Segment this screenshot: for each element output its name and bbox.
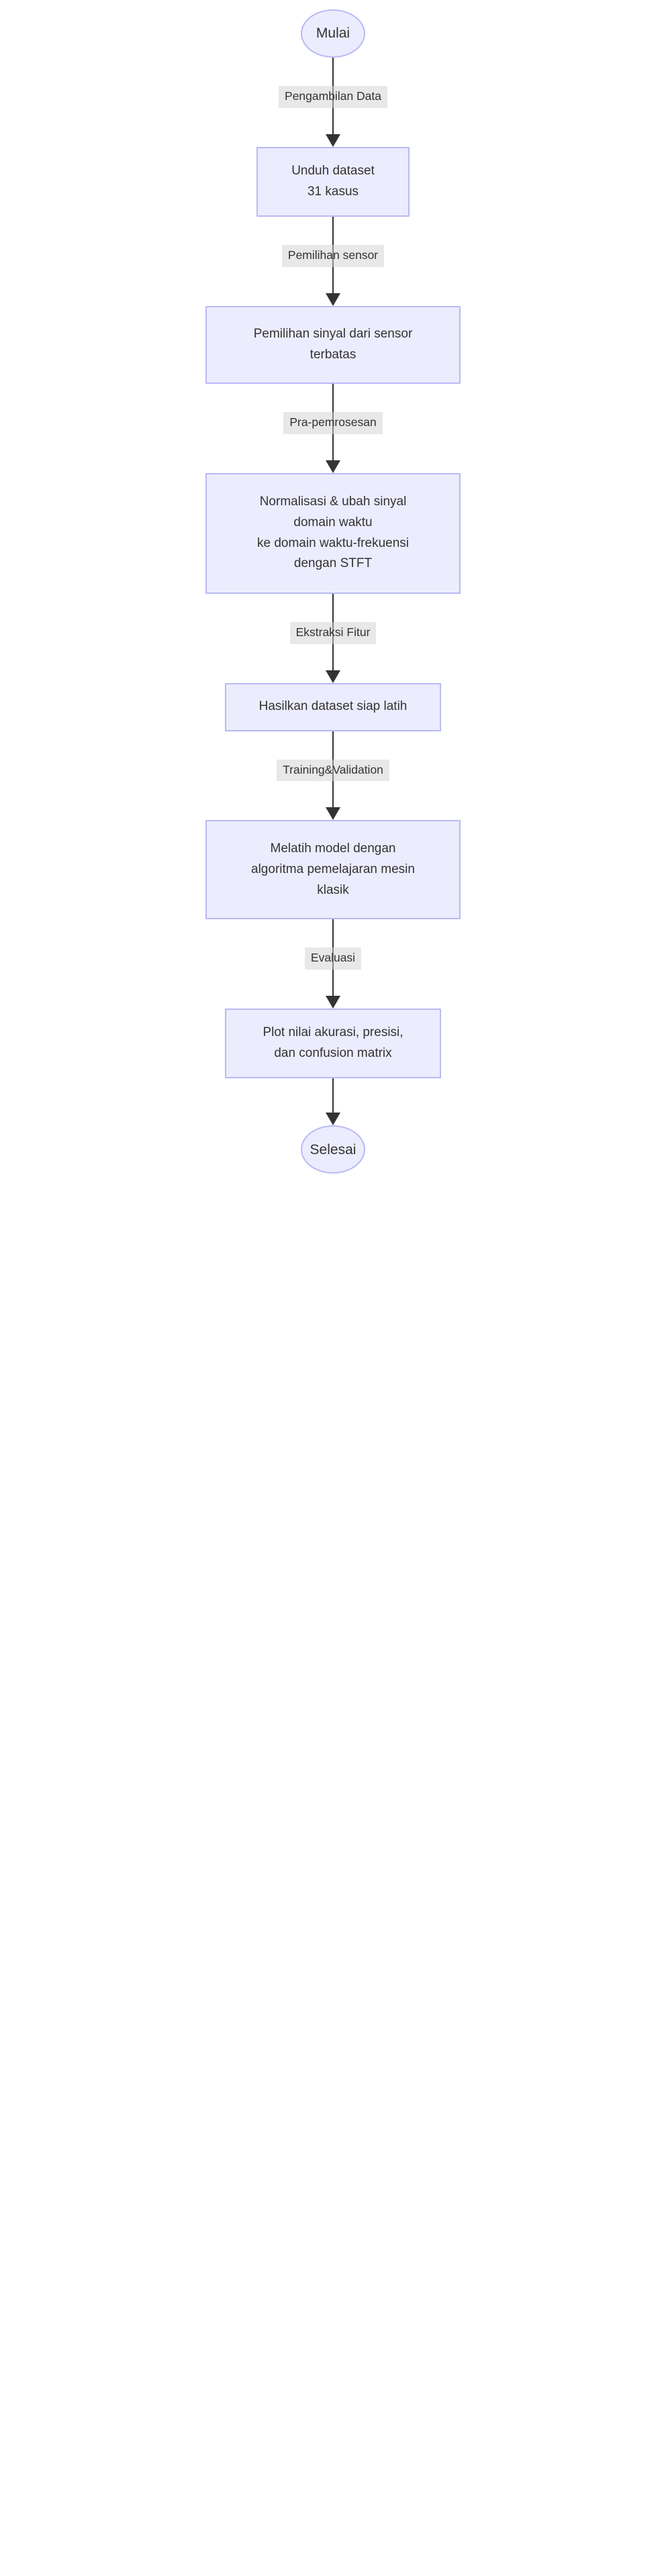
- node-line: Normalisasi & ubah sinyal: [259, 495, 407, 509]
- edge-line: [332, 216, 334, 245]
- edge-line: [332, 1078, 334, 1114]
- edge-plot-to-end: [326, 1078, 340, 1126]
- node-line: dan confusion matrix: [274, 1046, 392, 1061]
- node-line: terbatas: [310, 347, 356, 362]
- edge-start-to-unduh: Pengambilan Data: [279, 58, 387, 147]
- node-line: ke domain waktu-frekuensi: [257, 535, 409, 550]
- edge-label-training-validation: Training&Validation: [277, 759, 389, 782]
- node-normalisasi-stft[interactable]: Normalisasi & ubah sinyal domain waktu k…: [205, 472, 461, 594]
- edge-label-pengambilan-data: Pengambilan Data: [279, 86, 387, 108]
- node-end-label: Selesai: [310, 1141, 356, 1157]
- node-pemilihan-sinyal[interactable]: Pemilihan sinyal dari sensor terbatas: [205, 305, 461, 384]
- node-end[interactable]: Selesai: [301, 1125, 365, 1174]
- edge-dataset-to-melatih: Training&Validation: [277, 731, 389, 821]
- edge-label-pemilihan-sensor: Pemilihan sensor: [281, 244, 385, 267]
- edge-line: [332, 107, 334, 135]
- edge-line: [332, 970, 334, 997]
- edge-label-pra-pemrosesan: Pra-pemrosesan: [283, 411, 383, 434]
- edge-line: [332, 433, 334, 461]
- node-start-label: Mulai: [316, 25, 350, 42]
- arrowhead-icon: [326, 1113, 340, 1126]
- node-plot-evaluasi[interactable]: Plot nilai akurasi, presisi, dan confusi…: [225, 1009, 441, 1079]
- arrowhead-icon: [326, 996, 340, 1009]
- node-line: algoritma pemelajaran mesin: [251, 862, 415, 876]
- node-line: Pemilihan sinyal dari sensor: [253, 326, 413, 341]
- edge-label-evaluasi: Evaluasi: [304, 947, 362, 970]
- edge-line: [332, 919, 334, 948]
- edge-sinyal-to-stft: Pra-pemrosesan: [283, 383, 383, 473]
- edge-line: [332, 643, 334, 671]
- node-line: klasik: [317, 882, 349, 897]
- node-line: dengan STFT: [293, 556, 373, 571]
- edge-melatih-to-plot: Evaluasi: [304, 919, 362, 1009]
- edge-line: [332, 731, 334, 760]
- edge-unduh-to-sinyal: Pemilihan sensor: [281, 216, 385, 306]
- edge-line: [332, 58, 334, 86]
- edge-line: [332, 383, 334, 412]
- edge-stft-to-dataset: Ekstraksi Fitur: [289, 593, 377, 683]
- arrowhead-icon: [326, 134, 340, 147]
- node-line: Unduh dataset: [291, 164, 375, 178]
- edge-line: [332, 781, 334, 809]
- arrowhead-icon: [326, 670, 340, 683]
- node-unduh-dataset[interactable]: Unduh dataset 31 kasus: [256, 146, 410, 217]
- edge-label-ekstraksi-fitur: Ekstraksi Fitur: [289, 621, 377, 644]
- arrowhead-icon: [326, 460, 340, 473]
- arrowhead-icon: [326, 293, 340, 306]
- node-line: 31 kasus: [307, 184, 359, 199]
- node-line: domain waktu: [293, 515, 373, 529]
- arrowhead-icon: [326, 807, 340, 821]
- node-hasilkan-dataset[interactable]: Hasilkan dataset siap latih: [225, 682, 441, 731]
- node-line: Hasilkan dataset siap latih: [258, 699, 408, 714]
- edge-line: [332, 266, 334, 294]
- edge-line: [332, 593, 334, 622]
- node-line: Plot nilai akurasi, presisi,: [263, 1025, 403, 1040]
- node-melatih-model[interactable]: Melatih model dengan algoritma pemelajar…: [205, 820, 461, 920]
- node-start[interactable]: Mulai: [301, 9, 365, 58]
- node-line: Melatih model dengan: [270, 841, 396, 856]
